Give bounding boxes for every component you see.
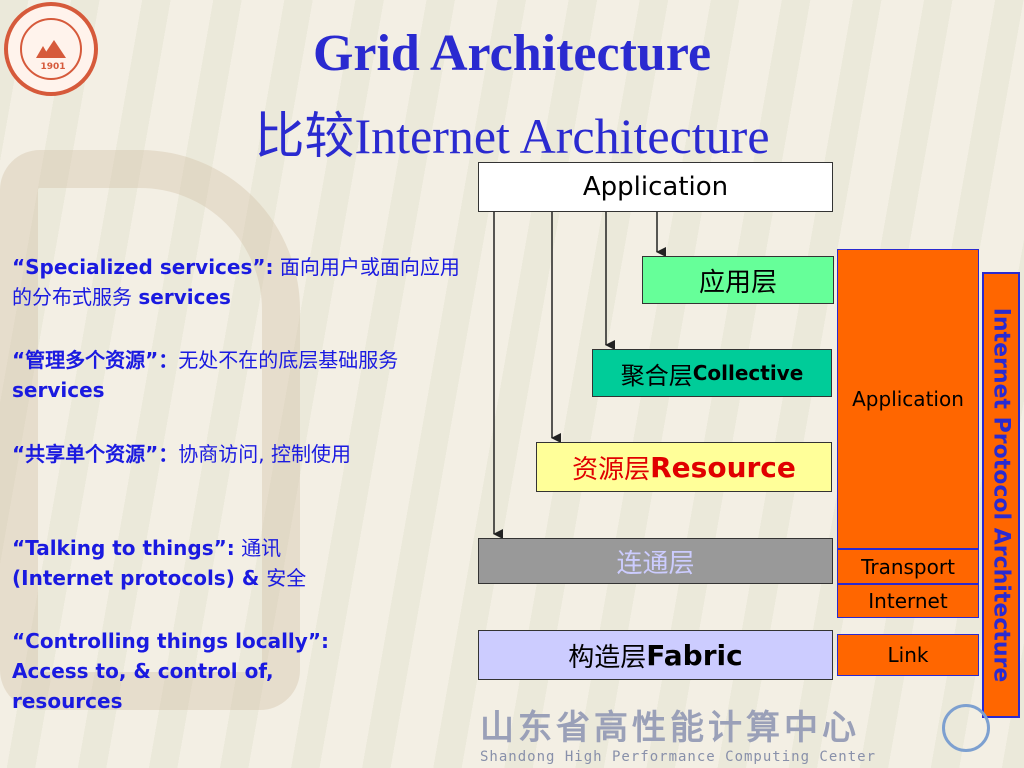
internet-link-box: Link (837, 634, 979, 676)
fabric-cn: 构造层 (568, 642, 647, 673)
side-label-text: Internet Protocol Architecture (988, 307, 1014, 683)
manage-resources-colon: ： (158, 348, 179, 372)
controlling-line2: Access to, & control of, (12, 659, 274, 683)
fabric-en: Fabric (646, 638, 743, 672)
internet-protocol-architecture-label: Internet Protocol Architecture (982, 272, 1020, 718)
footer-en: Shandong High Performance Computing Cent… (480, 749, 877, 765)
manage-resources-quote: “管理多个资源” (12, 348, 159, 372)
internet-transport-box: Transport (837, 549, 979, 584)
share-resource-colon: ： (158, 442, 179, 466)
footer-logo-icon (942, 704, 990, 752)
manage-resources-word: services (12, 378, 105, 402)
text-controlling-things: “Controlling things locally”: Access to,… (12, 626, 472, 716)
text-manage-resources: “管理多个资源”：无处不在的底层基础服务 services (12, 345, 487, 405)
application-box: Application (478, 162, 833, 212)
collective-en: Collective (692, 361, 804, 385)
logo-year: 1901 (40, 62, 66, 72)
university-logo: 1901 (4, 2, 98, 96)
talking-quote: “Talking to things”: (12, 536, 235, 560)
specialized-services-word: services (138, 285, 231, 309)
subtitle-cn: 比较 (254, 108, 355, 164)
talking-line2: (Internet protocols) & (12, 566, 267, 590)
page-subtitle: 比较Internet Architecture (0, 96, 1024, 168)
talking-cn1: 通讯 (234, 536, 282, 560)
share-resource-desc: 协商访问, 控制使用 (178, 442, 352, 466)
app-layer-box: 应用层 (642, 256, 834, 304)
text-specialized-services: “Specialized services”: 面向用户或面向应用的分布式服务 … (12, 252, 462, 312)
talking-cn2: 安全 (266, 566, 307, 590)
subtitle-en: Internet Architecture (354, 108, 770, 164)
specialized-services-desc: 面向用户或面向应用的分布式服务 (12, 255, 460, 309)
specialized-services-quote: “Specialized services”: (12, 255, 274, 279)
resource-cn: 资源层 (572, 454, 651, 485)
internet-application-box: Application (837, 249, 979, 549)
footer-watermark: 山东省高性能计算中心 Shandong High Performance Com… (480, 700, 990, 768)
logo-inner-ring: 1901 (20, 18, 82, 80)
controlling-line3: resources (12, 689, 123, 713)
resource-en: Resource (650, 450, 796, 484)
connectivity-layer-box: 连通层 (478, 538, 833, 584)
internet-internet-box: Internet (837, 584, 979, 618)
controlling-line1: “Controlling things locally”: (12, 629, 329, 653)
text-share-resource: “共享单个资源”：协商访问, 控制使用 (12, 439, 482, 469)
text-talking-to-things: “Talking to things”: 通讯 (Internet protoc… (12, 533, 472, 593)
manage-resources-desc: 无处不在的底层基础服务 (178, 348, 399, 372)
page-title: Grid Architecture (312, 25, 712, 82)
footer-cn: 山东省高性能计算中心 (480, 708, 860, 748)
logo-mountain-small-icon (36, 46, 50, 58)
collective-cn: 聚合层 (620, 361, 693, 390)
share-resource-quote: “共享单个资源” (12, 442, 159, 466)
